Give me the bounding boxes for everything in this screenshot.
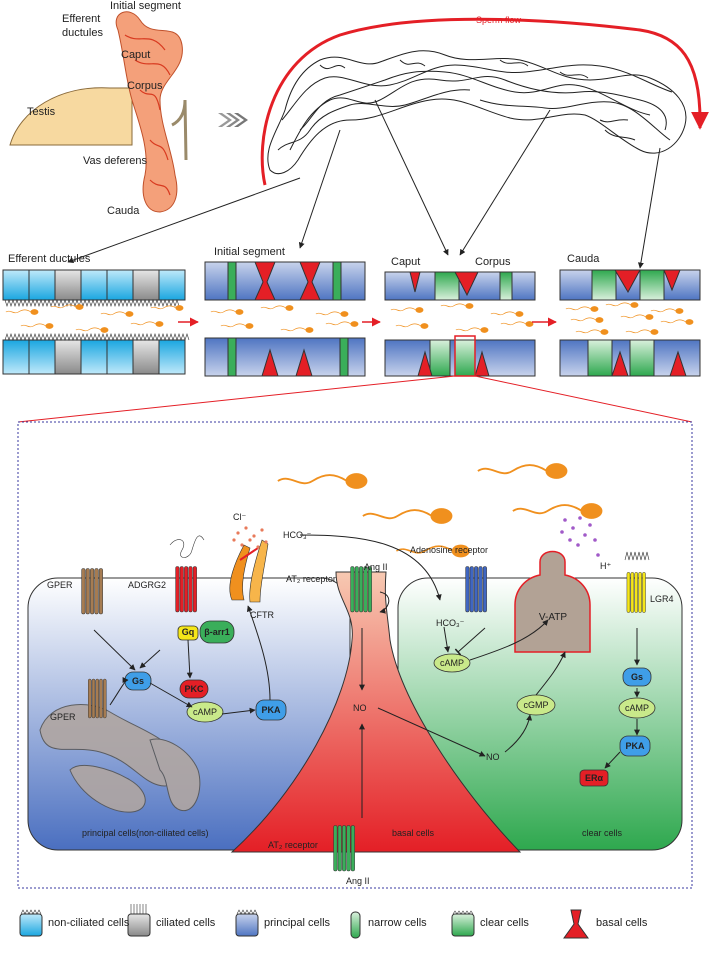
zoom-line-right <box>474 375 693 423</box>
legend-icons <box>19 904 589 939</box>
bicarbonate-inside-label: HCO₃⁻ <box>436 618 465 628</box>
legend-clear: clear cells <box>474 908 529 938</box>
gper-receptor-icon <box>81 568 104 615</box>
ang2-top-label: Ang II <box>364 562 388 572</box>
vas-deferens-label: Vas deferens <box>83 155 148 167</box>
segment-efferent-ductules-label: Efferent ductules <box>8 253 91 265</box>
initial-segment-label: Initial segment <box>110 0 181 12</box>
pka-left-label: PKA <box>261 705 281 715</box>
cftr-label: CFTR <box>250 610 274 620</box>
sperm-flow-label: Sperm flow <box>476 15 522 25</box>
lgr4-receptor-icon <box>624 551 650 614</box>
basal-cell <box>230 571 522 853</box>
beta-arrestin-label: β-arr1 <box>204 627 230 637</box>
at2-receptor-bottom-icon <box>333 825 356 872</box>
era-label: ERα <box>584 773 604 783</box>
at2-bottom-label: AT₂ receptor <box>268 840 318 850</box>
inhibition-line <box>454 627 486 656</box>
ang2-bottom-label: Ang II <box>346 876 370 886</box>
gq-label: Gq <box>181 627 195 637</box>
coiled-duct-illustration <box>267 50 687 175</box>
legend-principal: principal cells <box>258 908 330 938</box>
pathway-arrows <box>93 534 640 818</box>
adgrg2-label: ADGRG2 <box>128 580 167 590</box>
efferent-bottom-row <box>2 333 190 375</box>
legend-basal: basal cells <box>590 908 647 938</box>
principal-cell-caption: principal cells(non-ciliated cells) <box>82 828 209 838</box>
cauda-label: Cauda <box>107 205 140 217</box>
clear-cell-icon <box>451 910 475 937</box>
camp-clear-label: cAMP <box>439 658 464 668</box>
legend-basal-label: basal cells <box>596 917 648 929</box>
basal-cell-caption: basal cells <box>392 828 435 838</box>
segment-caput-corpus <box>384 271 536 377</box>
chloride-ions <box>232 526 268 549</box>
legend-clear-label: clear cells <box>480 917 529 929</box>
sperm-flow-arrow <box>260 17 709 186</box>
segment-caput-label: Caput <box>391 256 421 268</box>
at2-activation-arrow <box>379 591 390 614</box>
principal-cell-icon <box>235 909 259 937</box>
legend-ciliated: ciliated cells <box>150 908 215 938</box>
cgmp-label: cGMP <box>523 700 549 710</box>
pkc-label: PKC <box>184 684 204 694</box>
hydrogen-label: H⁺ <box>600 561 612 571</box>
lgr4-label: LGR4 <box>650 594 674 604</box>
chevron-arrows-icon <box>218 113 248 127</box>
legend-non-ciliated: non-ciliated cells <box>42 908 129 938</box>
legend-narrow-label: narrow cells <box>368 917 427 929</box>
no-clear-label: NO <box>486 752 500 762</box>
segment-corpus-label: Corpus <box>475 256 511 268</box>
vatpase-icon <box>514 550 591 653</box>
lumen-sperm <box>276 462 604 559</box>
caput-label: Caput <box>121 49 151 61</box>
camp-left-label: cAMP <box>192 707 217 717</box>
segment-efferent-ductules <box>2 269 190 375</box>
segment-cauda-label: Cauda <box>567 253 600 265</box>
at2-top-label: AT₂ receptor <box>286 574 336 584</box>
legend-principal-label: principal cells <box>264 917 331 929</box>
camp-right-label: cAMP <box>624 703 649 713</box>
basal-cell-icon <box>563 909 589 939</box>
signal-molecules <box>124 620 656 787</box>
non-ciliated-cell-icon <box>19 909 43 937</box>
at2-receptor-top-icon <box>350 566 373 613</box>
legend-non-ciliated-label: non-ciliated cells <box>48 917 130 929</box>
legend-ciliated-label: ciliated cells <box>156 917 216 929</box>
gs-left-label: Gs <box>131 676 144 686</box>
gper-label: GPER <box>47 580 73 590</box>
endoplasmic-reticulum <box>39 704 201 813</box>
adenosine-receptor-icon <box>465 566 488 613</box>
segment-initial-segment <box>204 261 366 377</box>
epididymis-illustration <box>115 11 188 213</box>
vatpase-label: V-ATP <box>538 612 568 623</box>
gs-right-label: Gs <box>630 672 643 682</box>
efferent-ductules-label: Efferent ductules <box>62 13 103 39</box>
bicarbonate-top-label: HCO₃⁻ <box>283 530 312 540</box>
hydrogen-ions <box>560 516 600 557</box>
chloride-label: Cl⁻ <box>233 512 247 522</box>
corpus-label: Corpus <box>127 80 163 92</box>
segment-pointer-arrows <box>67 99 661 269</box>
segment-initial-segment-label: Initial segment <box>214 246 285 258</box>
ciliated-cell-icon <box>127 904 151 937</box>
adgrg2-receptor-icon <box>169 535 205 613</box>
pka-right-label: PKA <box>625 741 645 751</box>
legend-narrow: narrow cells <box>362 908 427 938</box>
detail-panel-border <box>17 421 693 889</box>
adenosine-receptor-label: Adenosine receptor <box>410 545 489 555</box>
cftr-channel-icon <box>229 539 269 603</box>
narrow-cell-icon <box>350 911 361 939</box>
testis-label: Testis <box>27 106 56 118</box>
testis-illustration <box>9 87 133 146</box>
zoom-line-left <box>17 375 456 423</box>
no-basal-label: NO <box>353 703 367 713</box>
segment-cauda <box>559 269 701 377</box>
gper-er-receptor-icon <box>87 678 107 719</box>
efferent-top-row <box>2 269 186 307</box>
gper-er-label: GPER <box>50 712 76 722</box>
sperm-rows <box>5 301 694 336</box>
clear-cell-caption: clear cells <box>582 828 623 838</box>
